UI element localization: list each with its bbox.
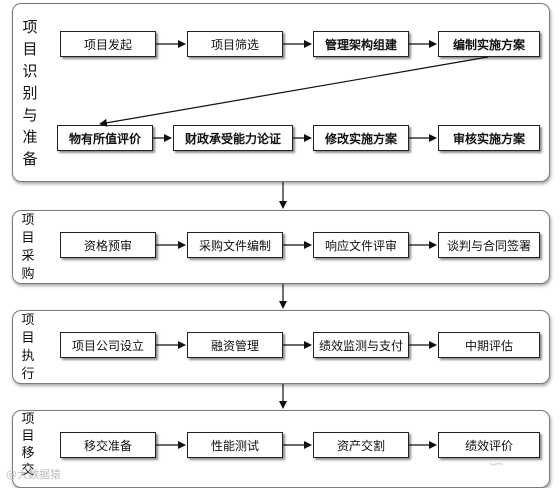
step-prequalification: 资格预审 [60, 232, 156, 258]
stage-label-execution: 项 目 执 行 [17, 312, 39, 384]
stage-label-char: 项 [21, 412, 35, 427]
step-asset-handover: 资产交割 [313, 432, 409, 458]
step-procurement-docs: 采购文件编制 [187, 232, 283, 258]
step-performance-evaluation: 绩效评价 [438, 432, 540, 458]
step-fiscal-affordability: 财政承受能力论证 [173, 125, 293, 151]
step-performance-monitoring: 绩效监测与支付 [313, 332, 409, 358]
step-spv-establishment: 项目公司设立 [60, 332, 156, 358]
stage-label-transfer: 项 目 移 交 [17, 411, 39, 479]
step-midterm-evaluation: 中期评估 [438, 332, 540, 358]
stage-label-char: 别 [22, 84, 38, 102]
stage-label-procurement: 项 目 采 购 [17, 212, 39, 284]
stage-label-char: 执 [21, 349, 35, 364]
stage-label-char: 项 [22, 18, 38, 36]
step-management-structure: 管理架构组建 [313, 31, 409, 57]
step-response-review: 响应文件评审 [313, 232, 409, 258]
stage-label-char: 移 [21, 446, 35, 461]
step-transfer-preparation: 移交准备 [60, 432, 156, 458]
stage-label-char: 目 [21, 429, 35, 444]
stage-label-char: 准 [22, 128, 38, 146]
watermark-logo-icon: ∽ [487, 452, 506, 477]
step-value-for-money: 物有所值评价 [57, 125, 153, 151]
stage-label-char: 行 [21, 367, 35, 382]
stage-label-char: 采 [21, 249, 35, 264]
step-revise-plan: 修改实施方案 [313, 125, 409, 151]
step-draft-implementation-plan: 编制实施方案 [438, 31, 540, 57]
stage-label-char: 目 [21, 331, 35, 346]
stage-label-char: 购 [21, 267, 35, 282]
flow-arrow-diagonal [99, 56, 489, 127]
step-project-initiation: 项目发起 [60, 31, 156, 57]
step-project-screening: 项目筛选 [187, 31, 283, 57]
stage-label-char: 识 [22, 62, 38, 80]
step-financing-management: 融资管理 [187, 332, 283, 358]
step-review-plan: 审核实施方案 [438, 125, 540, 151]
stage-label-char: 备 [22, 150, 38, 168]
stage-label-char: 项 [21, 313, 35, 328]
stage-label-char: 目 [22, 40, 38, 58]
step-performance-testing: 性能测试 [187, 432, 283, 458]
stage-label-char: 目 [21, 231, 35, 246]
stage-label-char: 与 [22, 106, 38, 124]
stage-label-identification: 项 目 识 别 与 准 备 [19, 16, 41, 170]
step-negotiation-contract: 谈判与合同签署 [438, 232, 540, 258]
watermark-text: @大数据猿 [6, 468, 61, 481]
stage-label-char: 交 [21, 463, 35, 478]
stage-label-char: 项 [21, 213, 35, 228]
